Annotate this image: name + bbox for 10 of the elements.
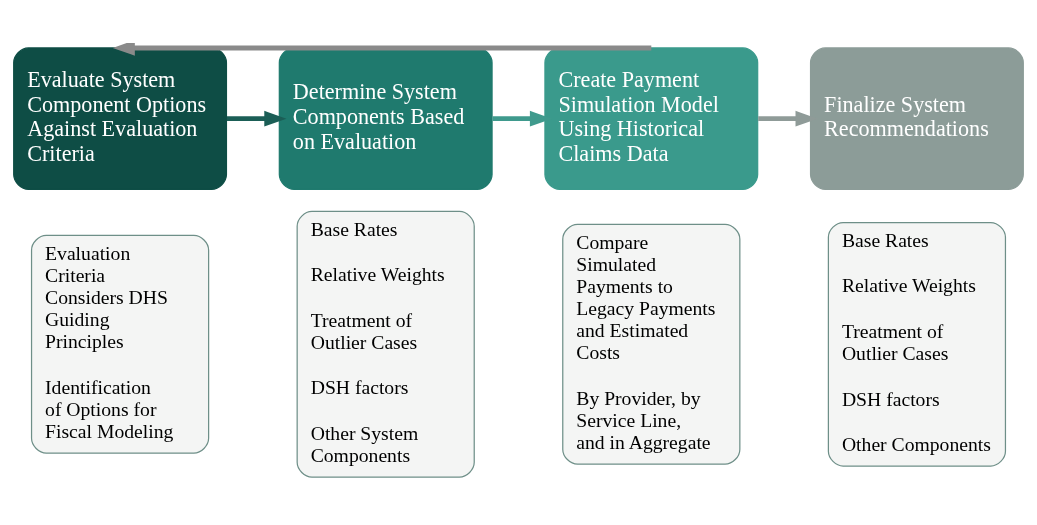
node-box: Determine System Components Based on Evaluation — [278, 47, 493, 190]
node-box: Evaluate System Component Options Against Evaluation Criteria — [13, 47, 228, 190]
node-box: Compare Simulated Payments to Legacy Payments and Estimated Costs By Provider, by Service Line, and in Aggregate — [562, 223, 741, 465]
node-box: Finalize System Recommendations — [809, 47, 1024, 190]
arrow — [112, 43, 652, 56]
node-box: Evaluation Criteria Considers DHS Guiding Principles Identification of Options for Fiscal Modeling — [30, 234, 210, 454]
node-box: Base Rates Relative Weights Treatment of Outlier Cases DSH factors Other Components — [827, 221, 1007, 467]
node-box: Create Payment Simulation Model Using Historical Claims Data — [544, 47, 759, 190]
arrow — [226, 110, 287, 127]
node-box: Base Rates Relative Weights Treatment of Outlier Cases DSH factors Other System Components — [296, 210, 475, 478]
